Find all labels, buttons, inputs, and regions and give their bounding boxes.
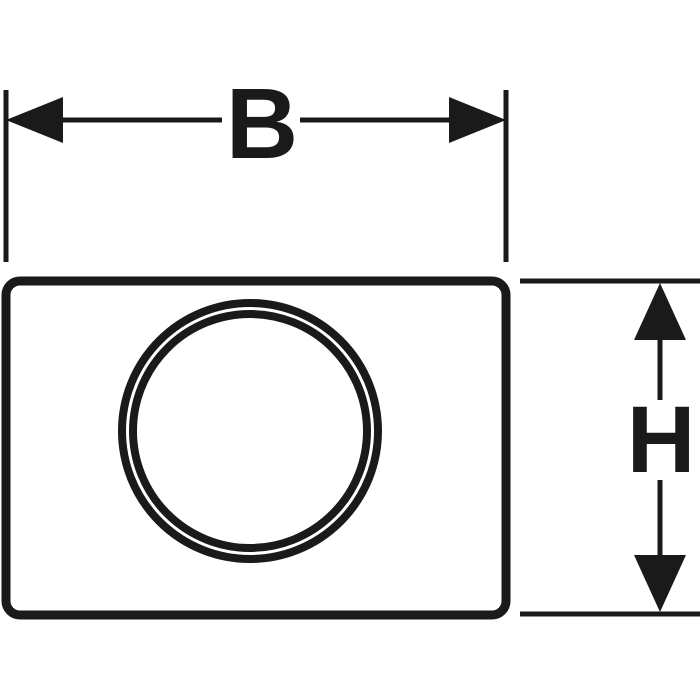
flush-plate-group (1, 276, 511, 620)
arrow-up-icon (634, 283, 686, 340)
height-dimension-group: H (520, 278, 700, 617)
arrow-left-icon (6, 97, 63, 143)
arrow-right-icon (449, 97, 506, 143)
width-dimension-group: B (3, 68, 509, 262)
height-dimension-label: H (627, 387, 696, 493)
arrow-down-icon (634, 555, 686, 612)
flush-plate-outline (1, 276, 511, 620)
round-actuator-button-inner-ring (129, 310, 371, 552)
round-actuator-button-outer-ring (118, 299, 382, 563)
width-dimension-label: B (226, 68, 298, 180)
